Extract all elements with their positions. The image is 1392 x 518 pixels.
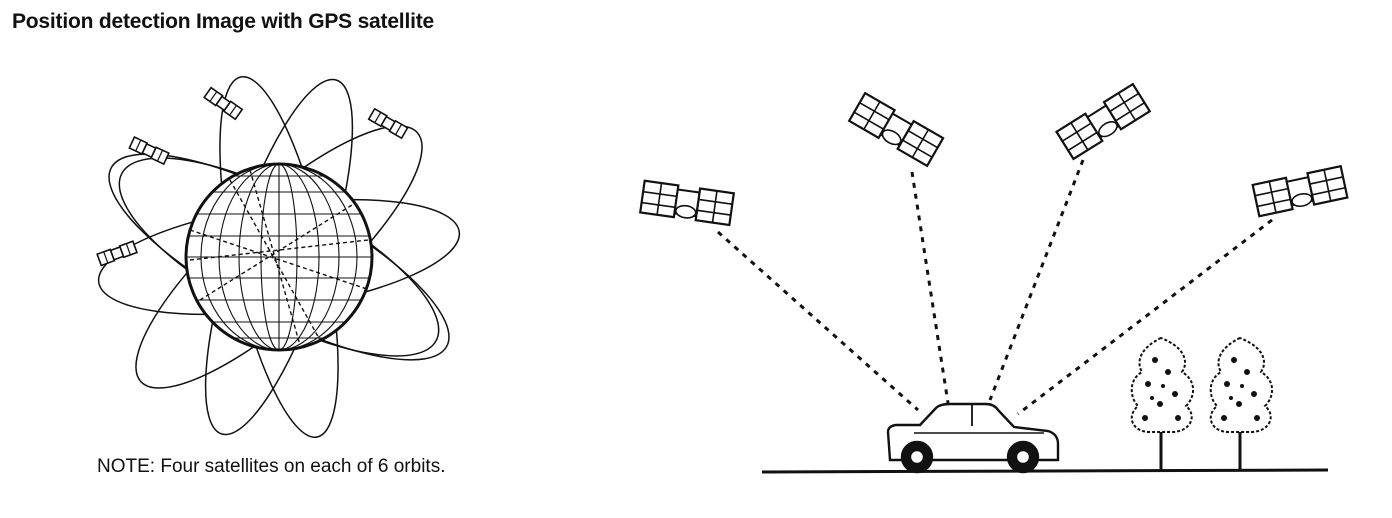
- signal-line: [988, 159, 1085, 401]
- tree: [1209, 336, 1273, 470]
- diagram-title: Position detection Image with GPS satell…: [12, 10, 434, 33]
- earth-globe: [184, 162, 374, 352]
- satellite: [1251, 165, 1349, 218]
- orbit-satellite: [367, 108, 409, 139]
- orbit-satellite: [128, 136, 170, 165]
- signal-line: [717, 230, 919, 412]
- satellite: [848, 92, 945, 167]
- orbit-note: NOTE: Four satellites on each of 6 orbit…: [97, 456, 446, 477]
- orbit-satellite: [96, 240, 138, 267]
- satellite: [639, 179, 735, 227]
- ground-line: [761, 468, 1329, 474]
- satellite: [1055, 83, 1151, 161]
- signal-line: [1017, 218, 1273, 416]
- signal-lines: [717, 159, 1273, 416]
- signal-line: [910, 171, 950, 404]
- orbit-satellite: [203, 86, 243, 121]
- car: [886, 402, 1060, 474]
- tree: [1130, 336, 1194, 470]
